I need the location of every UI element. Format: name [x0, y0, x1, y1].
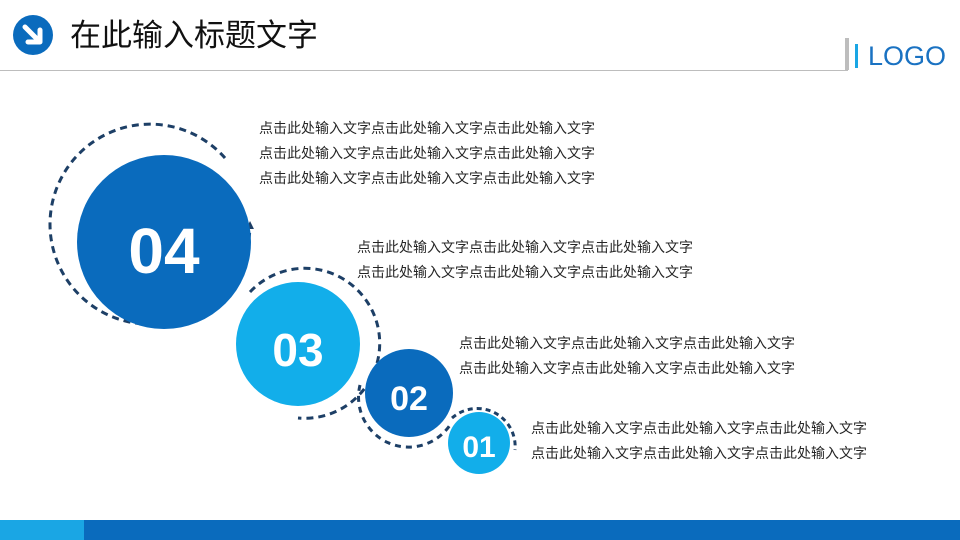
- footer-bar-accent: [0, 520, 84, 540]
- step-03: 03: [236, 266, 382, 420]
- step-03-text: 点击此处输入文字点击此处输入文字点击此处输入文字 点击此处输入文字点击此处输入文…: [357, 236, 693, 286]
- step-01-text: 点击此处输入文字点击此处输入文字点击此处输入文字 点击此处输入文字点击此处输入文…: [531, 417, 867, 467]
- dashed-ring-02: [357, 384, 452, 449]
- step-02: 02: [357, 349, 453, 449]
- logo-accent-bar: [855, 44, 858, 68]
- dashed-ring-01: [451, 407, 517, 451]
- text-line: 点击此处输入文字点击此处输入文字点击此处输入文字: [531, 446, 867, 462]
- logo: LOGO: [868, 41, 947, 71]
- step-number-04: 04: [128, 215, 200, 287]
- step-04-text: 点击此处输入文字点击此处输入文字点击此处输入文字 点击此处输入文字点击此处输入文…: [259, 117, 595, 192]
- circle-02: [365, 349, 453, 437]
- step-number-03: 03: [272, 324, 323, 376]
- text-line: 点击此处输入文字点击此处输入文字点击此处输入文字: [459, 336, 795, 352]
- logo-divider: [845, 38, 849, 70]
- page-title: 在此输入标题文字: [70, 18, 318, 54]
- step-01: 01: [448, 407, 517, 474]
- text-line: 点击此处输入文字点击此处输入文字点击此处输入文字: [459, 361, 795, 377]
- circle-04: [77, 155, 251, 329]
- step-04: 04: [48, 122, 254, 329]
- title-divider: [0, 70, 848, 71]
- circle-01: [448, 412, 510, 474]
- step-number-02: 02: [390, 380, 428, 418]
- text-line: 点击此处输入文字点击此处输入文字点击此处输入文字: [259, 171, 595, 187]
- footer-bar: [84, 520, 960, 540]
- text-line: 点击此处输入文字点击此处输入文字点击此处输入文字: [357, 240, 693, 256]
- dashed-ring-04: [48, 122, 254, 326]
- dashed-ring-03: [248, 266, 382, 420]
- text-line: 点击此处输入文字点击此处输入文字点击此处输入文字: [259, 121, 595, 137]
- step-number-01: 01: [462, 431, 495, 464]
- step-02-text: 点击此处输入文字点击此处输入文字点击此处输入文字 点击此处输入文字点击此处输入文…: [459, 332, 795, 382]
- text-line: 点击此处输入文字点击此处输入文字点击此处输入文字: [531, 421, 867, 437]
- arrow-down-right-icon: [13, 15, 53, 55]
- circle-03: [236, 282, 360, 406]
- text-line: 点击此处输入文字点击此处输入文字点击此处输入文字: [357, 265, 693, 281]
- text-line: 点击此处输入文字点击此处输入文字点击此处输入文字: [259, 146, 595, 162]
